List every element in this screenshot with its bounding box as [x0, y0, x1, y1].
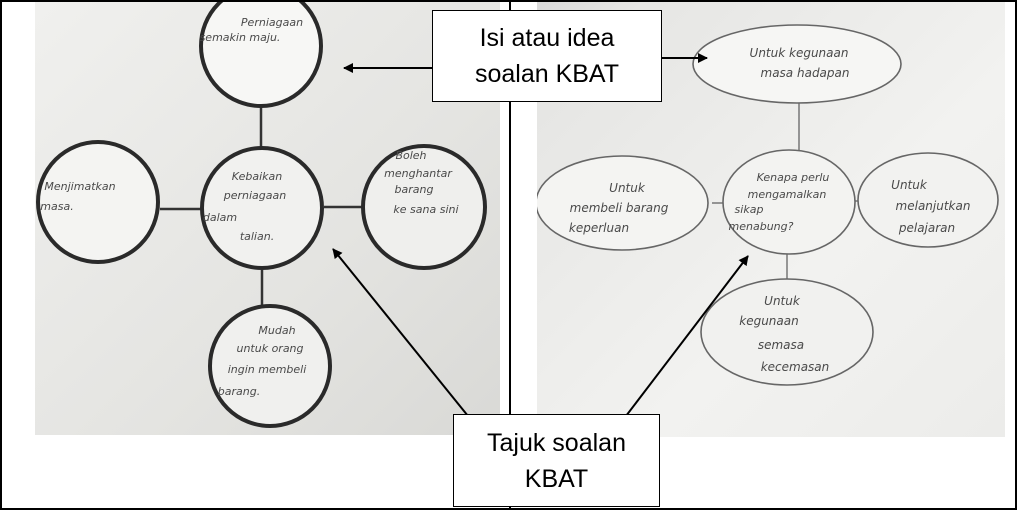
center-divider	[509, 0, 511, 510]
right-bottom-line2: kegunaan	[739, 314, 798, 328]
right-bubble-left	[537, 155, 709, 251]
left-circle-bottom	[208, 304, 332, 428]
right-left-line3: keperluan	[569, 221, 629, 235]
left-center-line3: dalam	[203, 211, 237, 224]
right-bubble-center	[722, 149, 856, 255]
right-right-line1: Untuk	[891, 178, 928, 192]
callout-title-line2: KBAT	[524, 464, 589, 493]
left-left-line2: masa.	[40, 200, 73, 213]
right-top-line2: masa hadapan	[761, 66, 850, 80]
right-bubble-right	[857, 152, 999, 248]
right-right-line2: melanjutkan	[896, 199, 971, 213]
right-center-line1: Kenapa perlu	[757, 171, 830, 184]
left-center-line1: Kebaikan	[232, 170, 282, 183]
left-mind-map-photo: Perniagaan semakin maju. Menjimatkan mas…	[35, 2, 500, 435]
right-center-line3: sikap	[735, 203, 764, 216]
right-left-line1: Untuk	[609, 181, 646, 195]
left-bottom-line4: barang.	[218, 385, 260, 398]
left-top-line1: Perniagaan	[241, 16, 303, 29]
right-center-line2: mengamalkan	[748, 188, 827, 201]
callout-title-box: Tajuk soalan KBAT	[453, 414, 660, 507]
right-bottom-line1: Untuk	[764, 294, 801, 308]
right-bottom-line4: kecemasan	[761, 360, 830, 374]
callout-idea-line1: Isi atau idea	[479, 24, 615, 52]
left-circle-left	[36, 140, 160, 264]
left-center-line4: talian.	[240, 230, 274, 243]
left-right-line1: Boleh	[395, 149, 426, 162]
left-top-line2: semakin maju.	[200, 31, 281, 44]
left-center-line2: perniagaan	[223, 189, 287, 202]
left-left-line1: Menjimatkan	[44, 180, 115, 193]
callout-idea-line2: soalan KBAT	[474, 60, 620, 88]
right-top-line1: Untuk kegunaan	[750, 46, 849, 60]
right-right-line3: pelajaran	[898, 221, 955, 235]
left-circle-top	[199, 2, 323, 108]
callout-idea-box: Isi atau idea soalan KBAT	[432, 10, 662, 102]
right-bottom-line3: semasa	[758, 338, 804, 352]
right-bubble-top	[692, 24, 902, 104]
right-center-line4: menabung?	[729, 220, 794, 233]
left-bottom-line3: ingin membeli	[228, 363, 307, 376]
right-left-line2: membeli barang	[570, 201, 669, 215]
left-mind-map: Perniagaan semakin maju. Menjimatkan mas…	[36, 2, 487, 428]
left-bottom-line1: Mudah	[258, 324, 295, 337]
left-right-line3: barang	[395, 183, 434, 196]
left-right-line4: ke sana sini	[393, 203, 458, 216]
left-right-line2: menghantar	[384, 167, 453, 180]
left-circle-center	[200, 146, 324, 270]
callout-title-line1: Tajuk soalan	[487, 428, 626, 457]
left-bottom-line2: untuk orang	[236, 342, 303, 355]
